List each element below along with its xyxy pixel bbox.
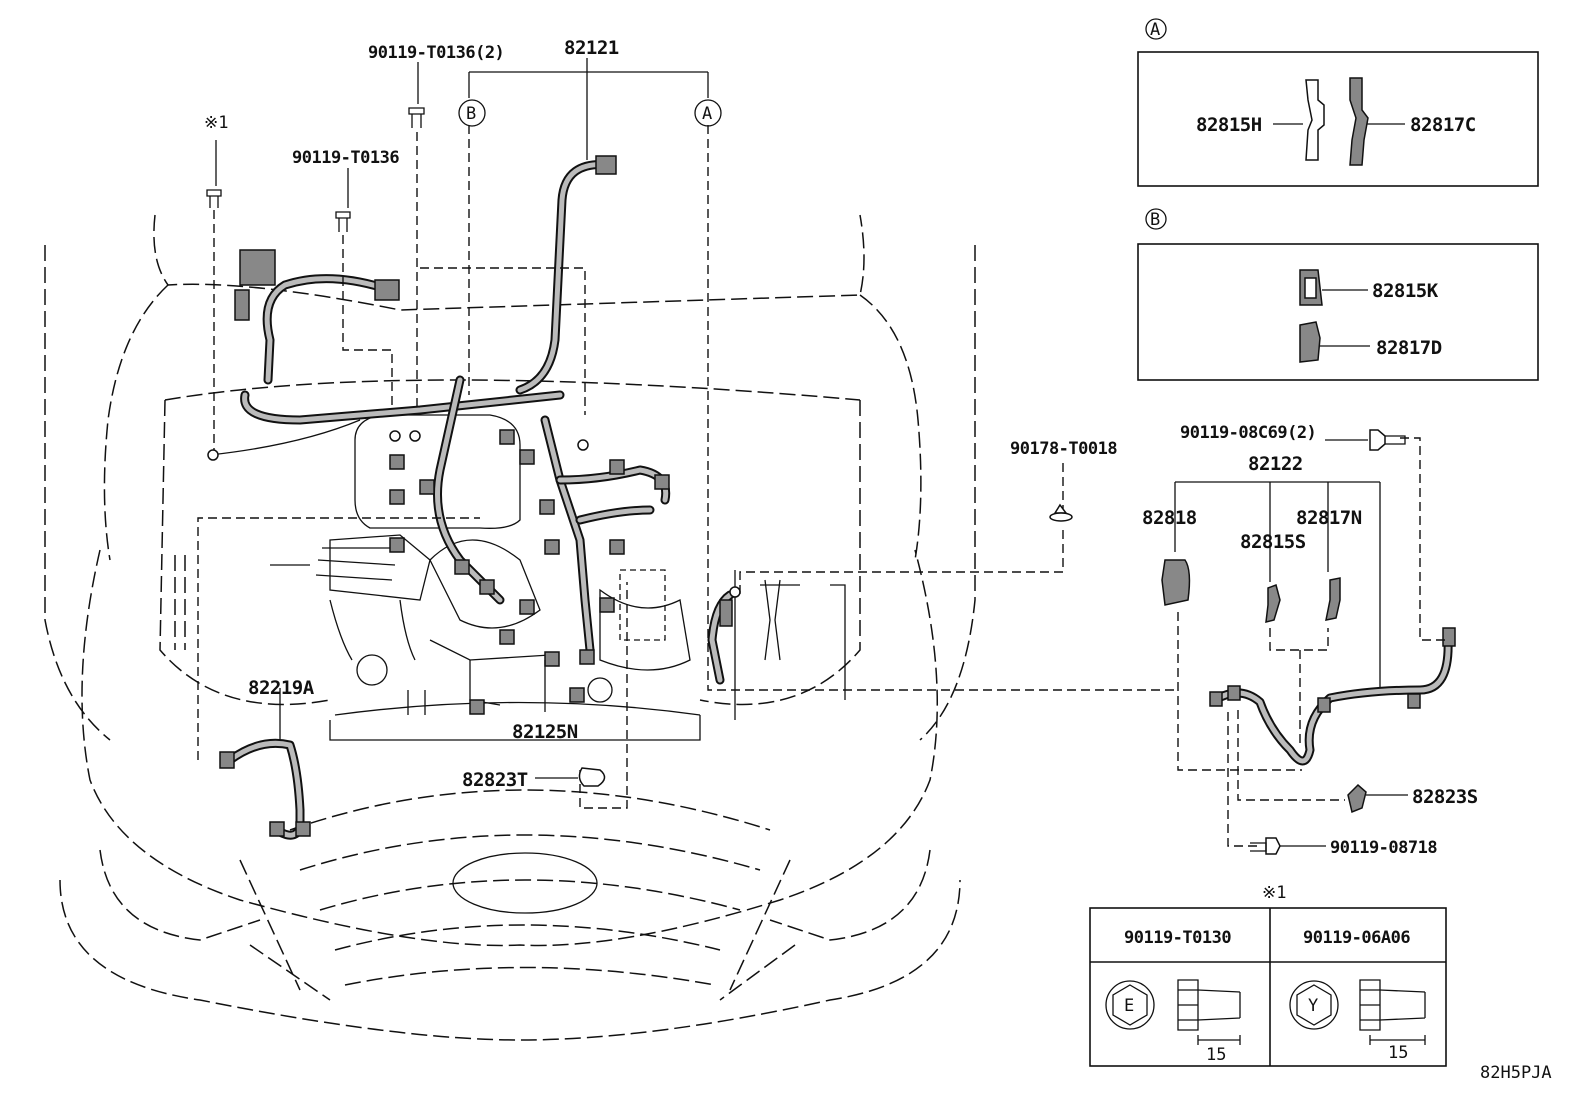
engine-bay-components: [270, 414, 846, 741]
label-82219a: 82219A: [248, 677, 315, 699]
bolt-length-2: 15: [1388, 1043, 1408, 1063]
label-82122: 82122: [1248, 453, 1303, 475]
bolt-spec-table: [1089, 907, 1447, 1067]
ref-mark-1-table: ※1: [1262, 883, 1286, 903]
engine-wire-harness-82121: [207, 155, 741, 715]
detail-box-b: [1137, 208, 1539, 381]
part-90178-t0018-clip: [1049, 503, 1073, 522]
table-header-part-2: 90119-06A06: [1303, 928, 1410, 948]
label-82815k: 82815K: [1372, 280, 1439, 302]
label-90119-t0136: 90119-T0136: [292, 148, 399, 168]
label-82818: 82818: [1142, 507, 1197, 529]
callout-a-top: A: [702, 104, 712, 124]
callout-b-box: B: [1150, 210, 1160, 230]
leader-lines: [215, 58, 1175, 809]
bolt-length-1: 15: [1206, 1045, 1226, 1065]
diagram-code: 82H5PJA: [1480, 1063, 1552, 1083]
label-82823s: 82823S: [1412, 786, 1478, 808]
part-labels: 82121 90119-T0136(2) 90119-T0136 ※1 B A …: [204, 20, 1552, 1083]
callout-b-top: B: [466, 104, 476, 124]
fasteners-left: [206, 107, 586, 450]
detail-box-a: [1137, 18, 1539, 187]
label-90178-t0018: 90178-T0018: [1010, 439, 1117, 459]
label-82817c: 82817C: [1410, 114, 1476, 136]
vehicle-outline: [44, 214, 976, 1041]
label-82815h: 82815H: [1196, 114, 1262, 136]
label-90119-t0136-2: 90119-T0136(2): [368, 43, 504, 63]
part-82823t: [578, 767, 606, 787]
ref-mark-1: ※1: [204, 113, 228, 133]
label-90119-08c69-2: 90119-08C69(2): [1180, 423, 1316, 443]
label-82817n: 82817N: [1296, 507, 1362, 529]
label-82817d: 82817D: [1376, 337, 1442, 359]
table-header-part-1: 90119-T0130: [1124, 928, 1231, 948]
label-82125n: 82125N: [512, 721, 578, 743]
label-82823t: 82823T: [462, 769, 528, 791]
sub-harness-82219a: [197, 517, 480, 840]
label-82815s: 82815S: [1240, 531, 1306, 553]
label-90119-08718: 90119-08718: [1330, 838, 1437, 858]
sub-harness-82122: [1161, 429, 1456, 855]
callout-a-box: A: [1150, 20, 1160, 40]
bolt-head-mark-e: E: [1124, 996, 1134, 1016]
bolt-head-mark-y: Y: [1308, 996, 1318, 1016]
label-82121: 82121: [564, 37, 619, 59]
